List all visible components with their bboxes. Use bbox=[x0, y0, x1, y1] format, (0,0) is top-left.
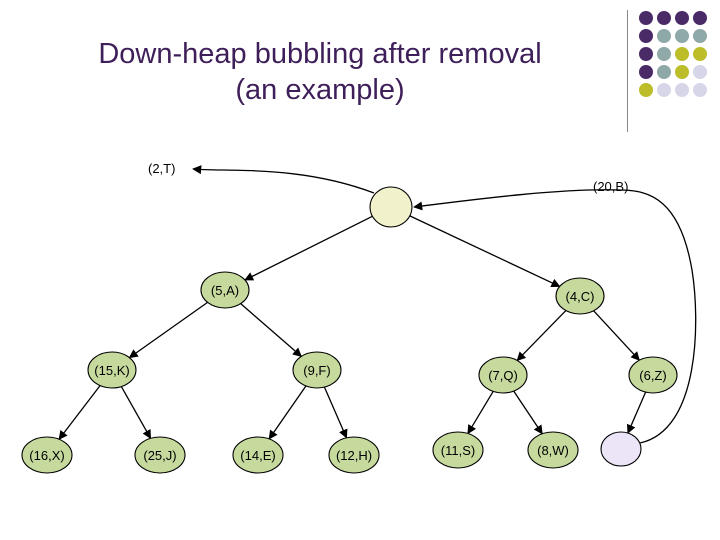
node-ellipse bbox=[200, 271, 250, 309]
heap-node-empty_leaf bbox=[600, 431, 642, 467]
node-label: (14,E) bbox=[240, 448, 275, 463]
decorative-dot bbox=[639, 83, 653, 97]
edge-n9f-n12h bbox=[323, 386, 348, 439]
node-label: (12,H) bbox=[336, 448, 372, 463]
edge-n15k-n16x bbox=[58, 385, 101, 440]
edge-n15k-n25j bbox=[120, 386, 152, 440]
edge-root-n4c bbox=[409, 215, 561, 288]
decorative-dot bbox=[693, 65, 707, 79]
node-ellipse bbox=[232, 436, 284, 474]
node-ellipse bbox=[478, 356, 528, 394]
edge-n7q-n11s bbox=[467, 391, 494, 435]
node-ellipse bbox=[292, 351, 342, 389]
decorative-dot bbox=[639, 47, 653, 61]
heap-node-n16x: (16,X) bbox=[21, 436, 73, 474]
heap-node-n14e: (14,E) bbox=[232, 436, 284, 474]
heap-node-n11s: (11,S) bbox=[432, 431, 484, 469]
node-label: (9,F) bbox=[303, 363, 330, 378]
decorative-dot bbox=[675, 83, 689, 97]
node-label: (15,K) bbox=[94, 363, 129, 378]
last-entry-move-arrow bbox=[413, 189, 697, 444]
node-label: (4,C) bbox=[566, 289, 595, 304]
node-ellipse bbox=[328, 436, 380, 474]
edge-n4c-n6z bbox=[593, 310, 640, 361]
heap-node-root bbox=[369, 186, 413, 228]
heap-node-n25j: (25,J) bbox=[134, 436, 186, 474]
node-label: (5,A) bbox=[211, 283, 239, 298]
decorative-dot bbox=[657, 83, 671, 97]
heap-node-n15k: (15,K) bbox=[87, 351, 137, 389]
decorative-dot bbox=[693, 83, 707, 97]
edge-n7q-n8w bbox=[513, 390, 543, 435]
heap-node-n9f: (9,F) bbox=[292, 351, 342, 389]
node-label: (8,W) bbox=[537, 443, 569, 458]
decorative-dot bbox=[657, 47, 671, 61]
tree-edges bbox=[58, 215, 647, 440]
decorative-dot bbox=[675, 29, 689, 43]
node-label: (25,J) bbox=[143, 448, 176, 463]
node-label: (16,X) bbox=[29, 448, 64, 463]
node-ellipse bbox=[432, 431, 484, 469]
edge-n5a-n9f bbox=[240, 303, 303, 357]
decorative-dot bbox=[675, 65, 689, 79]
removed-entry-label: (2,T) bbox=[148, 161, 175, 176]
node-ellipse bbox=[369, 186, 413, 228]
decorative-dot bbox=[693, 29, 707, 43]
node-ellipse bbox=[134, 436, 186, 474]
decorative-divider bbox=[627, 10, 628, 132]
heap-node-n7q: (7,Q) bbox=[478, 356, 528, 394]
heap-node-n12h: (12,H) bbox=[328, 436, 380, 474]
decorative-dot bbox=[675, 47, 689, 61]
node-ellipse bbox=[600, 431, 642, 467]
heap-node-n4c: (4,C) bbox=[555, 277, 605, 315]
heap-nodes: (5,A) (4,C) (15,K) (9,F) (7,Q) (6,Z) (16,X) (25… bbox=[21, 186, 678, 474]
decorative-dot bbox=[639, 65, 653, 79]
decorative-dot bbox=[693, 47, 707, 61]
removed-entry-arrow bbox=[192, 165, 375, 194]
decorative-dot bbox=[657, 11, 671, 25]
heap-node-n8w: (8,W) bbox=[527, 431, 579, 469]
edge-root-n5a bbox=[244, 215, 373, 281]
edge-n4c-n7q bbox=[516, 310, 567, 362]
edge-n6z-empty_leaf bbox=[626, 391, 647, 434]
node-ellipse bbox=[555, 277, 605, 315]
node-label: (11,S) bbox=[441, 443, 475, 458]
heap-node-n5a: (5,A) bbox=[200, 271, 250, 309]
node-ellipse bbox=[87, 351, 137, 389]
node-ellipse bbox=[21, 436, 73, 474]
last-entry-label: (20,B) bbox=[593, 179, 628, 194]
title-line-2: (an example) bbox=[235, 74, 405, 106]
node-ellipse bbox=[628, 356, 678, 394]
decorative-dot bbox=[675, 11, 689, 25]
heap-node-n6z: (6,Z) bbox=[628, 356, 678, 394]
edge-n9f-n14e bbox=[268, 385, 307, 440]
title-line-1: Down-heap bubbling after removal bbox=[98, 38, 542, 70]
decorative-dot bbox=[657, 65, 671, 79]
node-label: (7,Q) bbox=[488, 368, 518, 383]
decorative-dot bbox=[639, 29, 653, 43]
edge-n5a-n15k bbox=[128, 301, 208, 359]
node-ellipse bbox=[527, 431, 579, 469]
node-label: (6,Z) bbox=[639, 368, 666, 383]
decorative-dot bbox=[639, 11, 653, 25]
decorative-dot bbox=[693, 11, 707, 25]
decorative-dot bbox=[657, 29, 671, 43]
slide-title: Down-heap bubbling after removal (an exa… bbox=[40, 36, 600, 108]
